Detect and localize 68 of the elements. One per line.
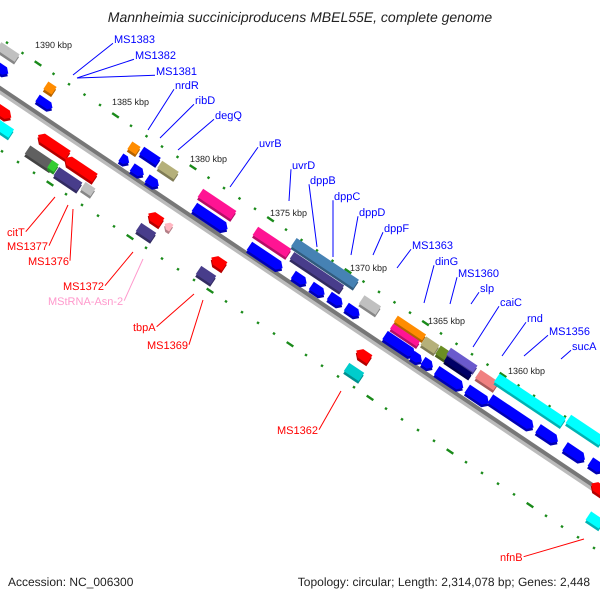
leader-line (124, 258, 144, 302)
leader-line (148, 88, 174, 130)
gene-label: degQ (215, 110, 242, 122)
gene-label: MS1381 (156, 66, 197, 78)
leader-line (524, 334, 548, 356)
gene-label: dppF (384, 222, 410, 236)
gene-label: ribD (195, 94, 216, 108)
scale-label: 1380 kbp (190, 154, 228, 164)
gene-label: citT (7, 226, 25, 240)
gene-label: dppC (334, 190, 360, 204)
gene-label: MS1356 (549, 326, 590, 338)
leader-line (288, 168, 292, 202)
scale-label: 1370 kbp (350, 262, 388, 274)
gene-label: nrdR (175, 80, 199, 92)
gene-label: MS1372 (63, 280, 104, 294)
gene-label: sucA (572, 340, 596, 354)
leader-line (160, 104, 194, 138)
gene-label: uvrB (259, 138, 282, 150)
gene-label: dppD (359, 206, 386, 220)
scale-label: 1390 kbp (35, 40, 72, 50)
gene-label: caiC (500, 296, 522, 310)
leader-line (72, 42, 114, 76)
title: Mannheimia succiniciproducens MBEL55E, complete genome (106, 9, 494, 26)
leader-line (472, 306, 500, 348)
leader-line (76, 74, 156, 78)
scale-label: 1375 kbp (270, 208, 308, 218)
leader-line (424, 264, 434, 304)
leader-line (308, 184, 318, 248)
gene-label: slp (480, 282, 494, 296)
leader-line (372, 232, 384, 256)
gene-label: MS1382 (135, 50, 176, 62)
gene-label: MStRNA-Asn-2 (48, 296, 124, 308)
gene-label: MS1383 (114, 34, 155, 46)
leader-line (25, 196, 56, 232)
leader-line (230, 146, 258, 188)
gene-label: MS1377 (7, 240, 48, 254)
gene-label: rnd (527, 312, 543, 326)
scale-label: 1365 kbp (428, 316, 466, 326)
gene-label: MS1360 (458, 268, 499, 280)
gene-label: MS1369 (147, 340, 188, 352)
footer-text: Topology: circular; Length: 2,314,078 bp; Genes: 2,448 (298, 575, 590, 590)
gene-label: dinG (435, 256, 458, 268)
leader-line (318, 390, 342, 430)
leader-line (502, 322, 526, 356)
leader-line (470, 292, 480, 304)
scale-label: 1360 kbp (508, 366, 546, 376)
footer-text: Accession: NC_006300 (8, 575, 134, 590)
leader-line (69, 208, 74, 262)
leader-line (523, 538, 584, 558)
leader-line (156, 294, 194, 328)
leader-line (104, 252, 134, 286)
leader-line (188, 300, 204, 346)
leader-line (450, 276, 458, 304)
leader-line (350, 216, 358, 256)
leader-line (178, 118, 214, 150)
gene-label: tbpA (133, 322, 156, 334)
leader-line (396, 248, 412, 268)
gene-label: MS1362 (277, 424, 318, 438)
gene-label: dppB (310, 174, 336, 188)
gene-label: nfnB (500, 552, 523, 564)
scale-label: 1385 kbp (112, 96, 150, 108)
leader-line (560, 350, 572, 360)
gene-label: MS1363 (412, 240, 453, 252)
leader-line (48, 204, 68, 246)
leader-line (332, 200, 334, 258)
gene-label: MS1376 (28, 256, 69, 268)
gene-label: uvrD (292, 160, 316, 172)
leader-line (76, 58, 134, 78)
